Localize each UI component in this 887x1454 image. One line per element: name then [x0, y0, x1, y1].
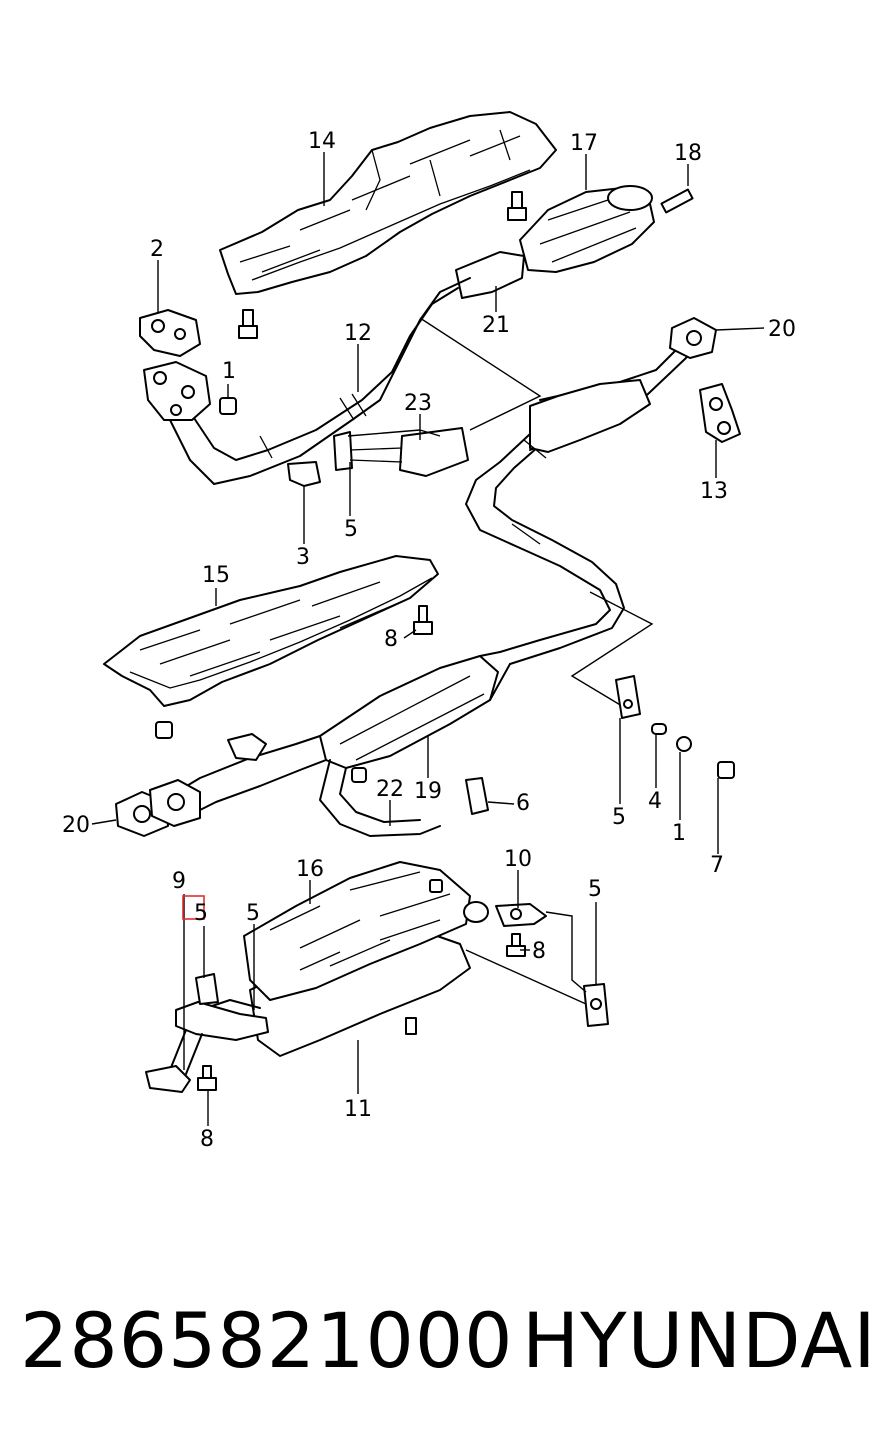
callout-8-middle: 8: [384, 627, 398, 652]
callout-23: 23: [404, 391, 432, 416]
nut-on-muffler: [429, 879, 443, 893]
callout-5-highlighted: 5: [194, 901, 208, 926]
callout-5-muffler: 5: [246, 901, 260, 926]
bolt-under-muffler: [405, 1017, 417, 1035]
bracket-10: [495, 903, 547, 927]
center-muffler: [179, 651, 511, 837]
bolt-under-14: [238, 309, 258, 339]
callout-12: 12: [344, 321, 372, 346]
gasket-20-lower: [115, 779, 201, 837]
hanger-23: [333, 427, 469, 477]
bolt-under-14-right: [507, 191, 527, 221]
guide-lines: [419, 317, 654, 707]
nut-near-22: [351, 767, 367, 783]
callout-5-upper: 5: [344, 517, 358, 542]
nut-1-top: [219, 397, 237, 415]
callout-21: 21: [482, 313, 510, 338]
callout-4: 4: [648, 789, 662, 814]
brand-name: HYUNDAI: [522, 1296, 877, 1385]
part-number: 2865821000: [20, 1296, 514, 1385]
callout-5-right: 5: [612, 805, 626, 830]
callout-7: 7: [710, 853, 724, 878]
gasket-20-top: [669, 317, 717, 359]
callout-3: 3: [296, 545, 310, 570]
bolt-8-rear-left: [197, 1065, 217, 1091]
callout-2: 2: [150, 237, 164, 262]
front-pipe: [139, 277, 471, 485]
heat-protector-upper: [219, 111, 557, 295]
hanger-6: [465, 777, 489, 815]
callout-22: 22: [376, 777, 404, 802]
callout-8-rear-left: 8: [200, 1127, 214, 1152]
callout-8-rear-right: 8: [532, 939, 546, 964]
callout-1-top: 1: [222, 359, 236, 384]
hanger-5-rear: [583, 983, 609, 1027]
callout-20-top: 20: [768, 317, 796, 342]
center-pipe: [465, 325, 705, 665]
nut-7: [717, 761, 735, 779]
rubber-hanger-13: [699, 383, 741, 443]
callout-19: 19: [414, 779, 442, 804]
bolt-8-rear-right: [506, 933, 526, 957]
pin-4: [651, 723, 667, 735]
hanger-5-right: [615, 675, 641, 719]
washer-1: [676, 736, 692, 752]
leader-lines: [91, 152, 765, 1126]
callout-6: 6: [516, 791, 530, 816]
callout-9: 9: [172, 869, 186, 894]
callout-5-rear: 5: [588, 877, 602, 902]
main-muffler: [145, 861, 489, 1093]
bolt-8-middle: [413, 605, 433, 635]
callout-15: 15: [202, 563, 230, 588]
callout-1-right: 1: [672, 821, 686, 846]
highlight-box: [182, 895, 205, 920]
callout-11: 11: [344, 1097, 372, 1122]
callout-labels: 14 17 18 2 12 21 20 1 23 13 5 3 15 8 20 …: [62, 129, 796, 1152]
callout-20-lower: 20: [62, 813, 90, 838]
heat-protector-middle: [103, 555, 439, 707]
catalytic-converter: [455, 185, 655, 299]
callout-13: 13: [700, 479, 728, 504]
callout-14: 14: [308, 129, 336, 154]
o2-sensor-18: [660, 188, 694, 214]
nut-under-15: [155, 721, 173, 739]
callout-16: 16: [296, 857, 324, 882]
bracket-3: [287, 461, 321, 487]
callout-17: 17: [570, 131, 598, 156]
callout-10: 10: [504, 847, 532, 872]
callout-18: 18: [674, 141, 702, 166]
